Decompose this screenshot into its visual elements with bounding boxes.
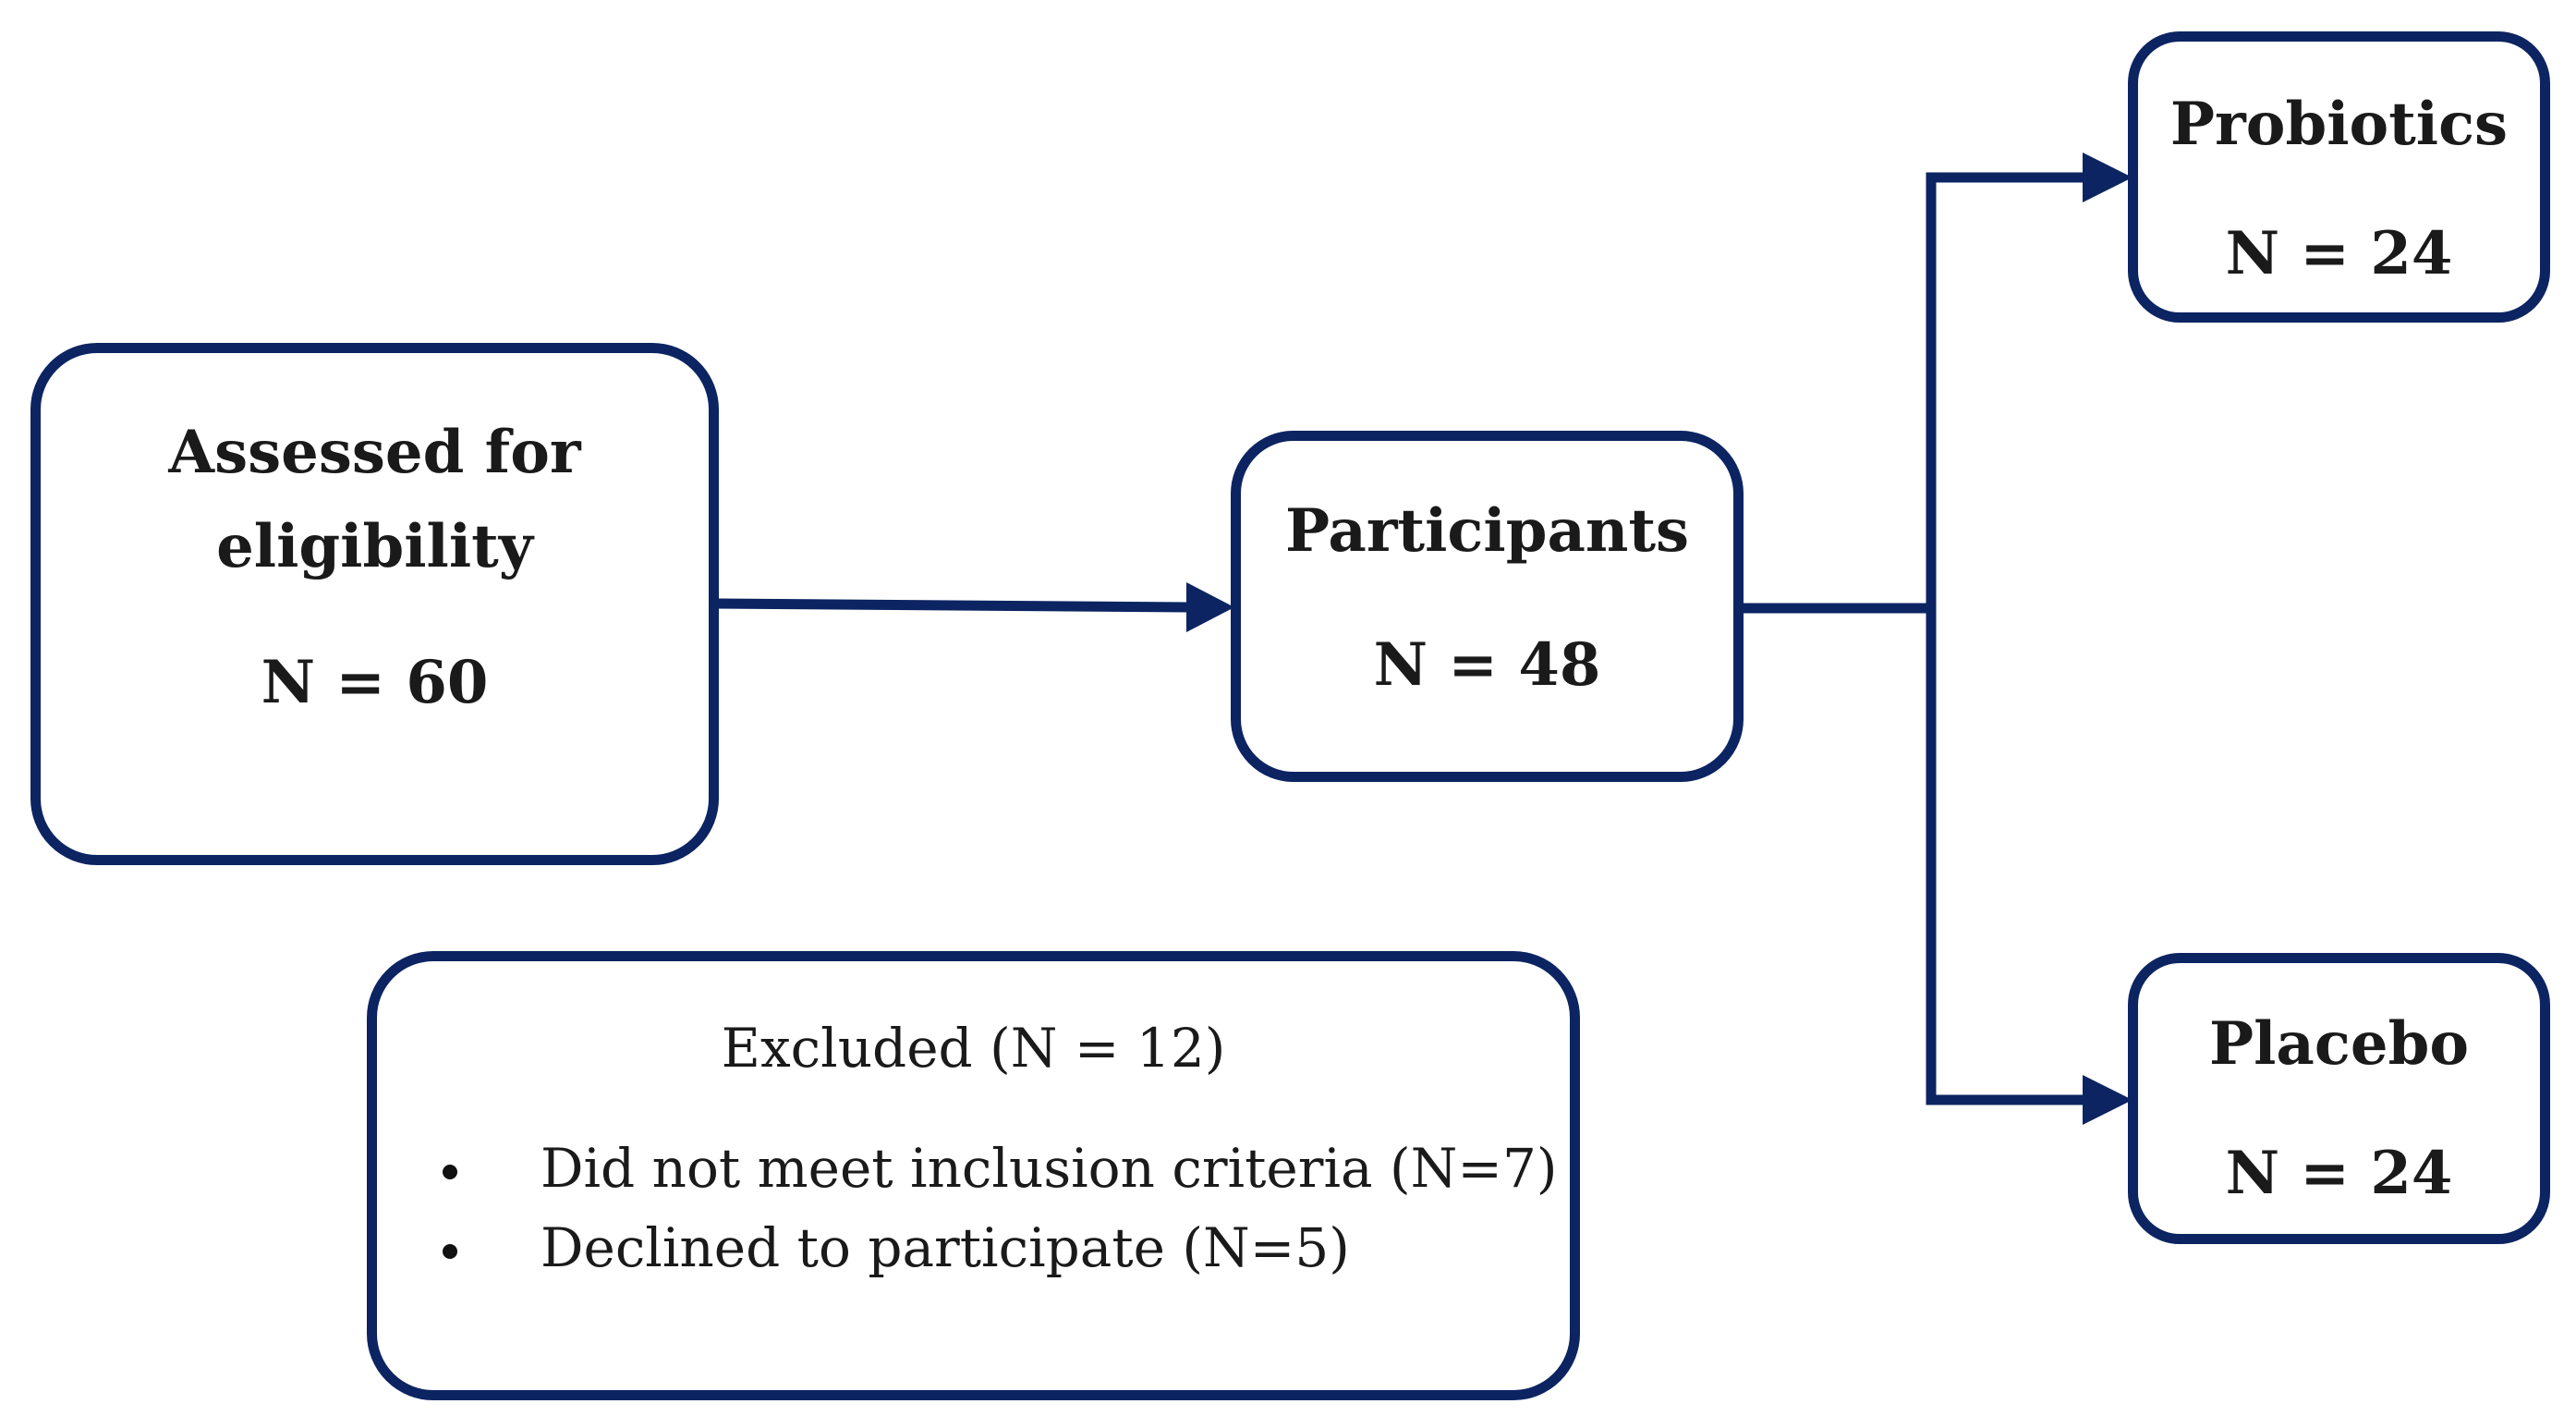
participants-count: N = 48 bbox=[1373, 630, 1601, 700]
bullet-icon bbox=[443, 1165, 457, 1179]
arrowhead-probiotics-icon bbox=[2083, 153, 2132, 202]
excluded-title: Excluded (N = 12) bbox=[721, 1017, 1226, 1080]
participants-box: Participants N = 48 bbox=[1231, 431, 1744, 782]
arrowhead-participants-icon bbox=[1186, 582, 1234, 632]
arrowhead-placebo-icon bbox=[2083, 1075, 2132, 1125]
placebo-label: Placebo bbox=[2208, 1009, 2470, 1079]
placebo-box: Placebo N = 24 bbox=[2128, 953, 2550, 1244]
assessed-label-line2: eligibility bbox=[216, 512, 533, 581]
excluded-box: Excluded (N = 12) Did not meet inclusion… bbox=[367, 951, 1580, 1400]
assessed-count: N = 60 bbox=[261, 648, 489, 717]
probiotics-label: Probiotics bbox=[2169, 90, 2509, 159]
participants-label: Participants bbox=[1284, 496, 1690, 566]
probiotics-box: Probiotics N = 24 bbox=[2128, 31, 2550, 323]
assessed-label-line1: Assessed for bbox=[168, 418, 581, 487]
placebo-count: N = 24 bbox=[2225, 1139, 2453, 1208]
excluded-reason-text: Declined to participate (N=5) bbox=[541, 1216, 1350, 1279]
arrow-assessed-to-participants-line bbox=[713, 598, 1193, 613]
assessed-for-eligibility-box: Assessed for eligibility N = 60 bbox=[30, 343, 719, 865]
probiotics-count: N = 24 bbox=[2225, 219, 2453, 288]
excluded-reason-text: Did not meet inclusion criteria (N=7) bbox=[541, 1137, 1558, 1200]
bullet-icon bbox=[443, 1244, 457, 1259]
